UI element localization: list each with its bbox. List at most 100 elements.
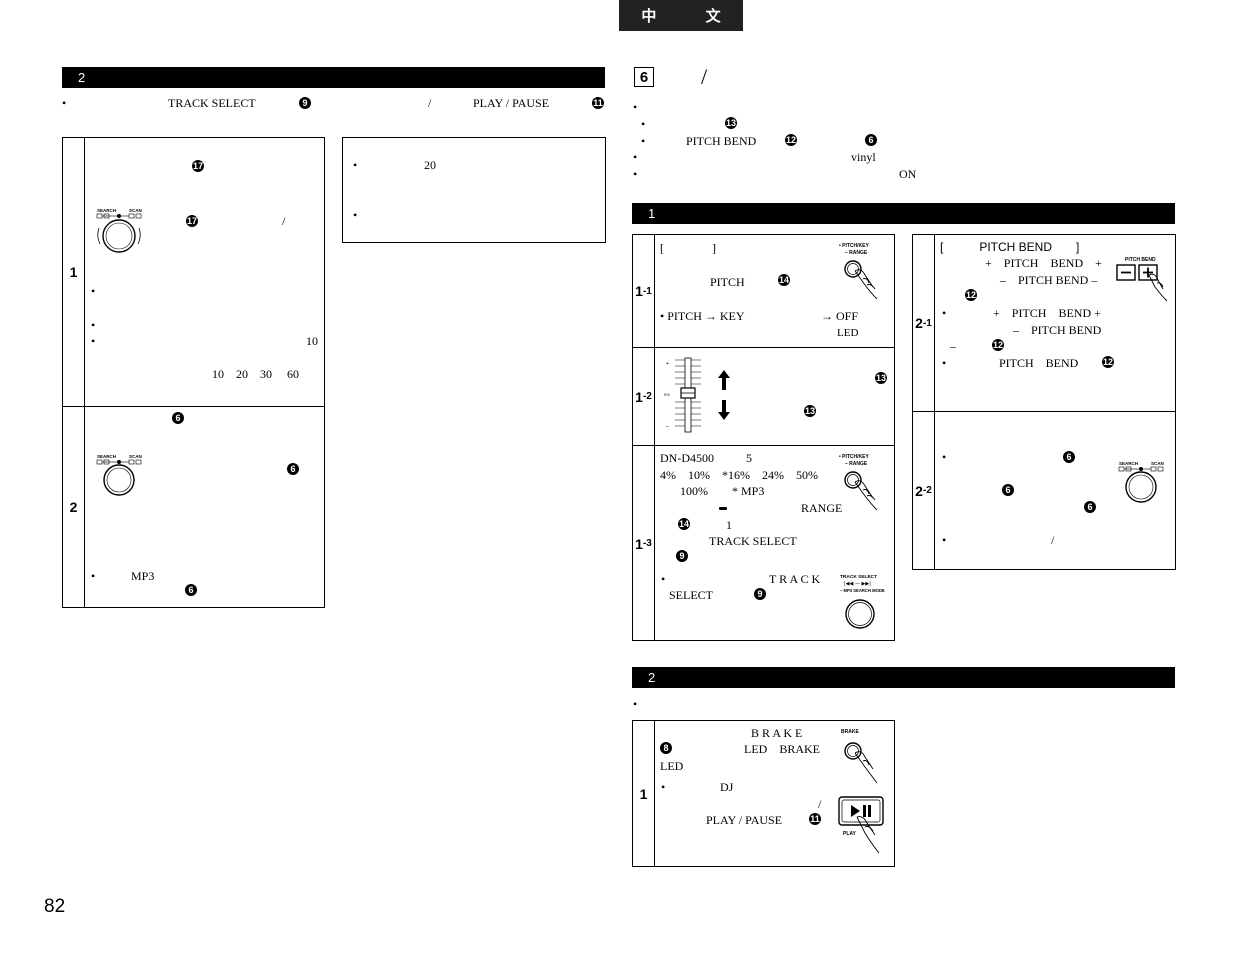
callout-13: 13: [804, 405, 816, 417]
pitch-bend-plus: + PITCH BEND +: [985, 256, 1102, 270]
pitch-key-button-icon: • PITCH/KEY – RANGE: [839, 243, 878, 300]
step-label: 1-2: [633, 348, 655, 445]
brake-text: B R A K E: [751, 726, 803, 740]
callout-14: 14: [778, 274, 790, 286]
ranges-text: 4% 10% *16% 24% 50%: [660, 468, 818, 482]
pitch-bend-text: PITCH BEND: [686, 134, 757, 148]
bullet-dot: •: [942, 450, 947, 464]
slash-text: /: [818, 797, 822, 811]
callout-12: 12: [965, 289, 977, 301]
callout-6: 6: [185, 584, 197, 596]
vinyl-text: vinyl: [851, 150, 876, 164]
section-bar-label: 2: [648, 670, 656, 685]
step-label: 1: [633, 721, 655, 866]
step-label: 1-3: [633, 446, 655, 641]
minus-text: –: [950, 339, 956, 353]
step-label: 2-2: [913, 412, 935, 569]
jog-dial-icon: SEARCH SCAN: [1118, 461, 1164, 503]
pitch-bend-heading: [ PITCH BEND ]: [940, 240, 1080, 254]
callout-9: 9: [299, 97, 311, 109]
arrow-up-icon: [718, 370, 730, 390]
on-text: ON: [899, 167, 917, 181]
section-bar-right-2: 2: [632, 667, 1175, 688]
slash-text: /: [1051, 533, 1055, 547]
scan-icon-label: SCAN: [129, 454, 142, 459]
bullet-dot: •: [641, 134, 646, 148]
step-label: 2-1: [913, 235, 935, 411]
step-row-2: 2 6 SEARCH SCAN 6 • MP3 6: [63, 407, 324, 607]
bullet-dot: •: [633, 697, 638, 711]
callout-13: 13: [875, 372, 887, 384]
pitch-bend-box: 2-1 [ PITCH BEND ] + PITCH BEND + – PITC…: [912, 234, 1176, 570]
slash-text: /: [282, 214, 286, 228]
bullet-dot: •: [641, 117, 646, 131]
bullet-dot: •: [91, 334, 96, 348]
slider-minus-label: –: [666, 424, 669, 430]
step-row-2-2: 2-2 • 6 6 6 • / SEARCH SCAN: [913, 412, 1175, 569]
step-label: 1-1: [633, 235, 655, 347]
search-icon-label: SEARCH: [97, 454, 116, 459]
five-text: 5: [746, 451, 752, 465]
step-label-sub: -2: [922, 485, 932, 496]
mp3-text: * MP3: [732, 484, 765, 498]
callout-9: 9: [754, 588, 766, 600]
section-bar-label: 2: [78, 70, 86, 85]
bullet-dot: •: [661, 780, 666, 794]
model-text: DN-D4500: [660, 451, 714, 465]
callout-11: 11: [809, 813, 821, 825]
pitch-key-text: • PITCH → KEY: [660, 309, 745, 323]
svg-text:– RANGE: – RANGE: [845, 461, 868, 467]
search-icon-label: SEARCH: [1119, 461, 1138, 466]
callout-6: 6: [1084, 501, 1096, 513]
track-select-text: TRACK SELECT: [168, 96, 256, 110]
brake-button-icon: BRAKE: [841, 729, 878, 784]
slider-zero-label: 0%: [664, 392, 670, 397]
step-row-1-2: 1-2 + 0% – 13 13: [633, 348, 894, 446]
step-label-main: 1: [635, 535, 643, 552]
led-text: LED: [837, 327, 859, 339]
bullet-dot: •: [91, 569, 96, 583]
select-text: SELECT: [669, 588, 713, 602]
track-select-knob-icon: TRACK SELECT |◀◀ — ▶▶| – MP3 SEARCH MODE: [840, 574, 885, 629]
brake-button-label: BRAKE: [841, 729, 859, 735]
step-label-main: 2: [915, 315, 923, 331]
step-label-1: 1: [63, 138, 85, 406]
bullet-dot: •: [942, 356, 947, 370]
pitch-steps-box: 1-1 [ ] PITCH 14 • PITCH → KEY → OFF LED…: [632, 234, 895, 641]
one-text: 1: [726, 518, 732, 532]
brake-box: 1 B R A K E 8 LED BRAKE LED • DJ / PLAY …: [632, 720, 895, 867]
pitch-slider-icon: + 0% –: [664, 357, 701, 433]
section-bar-left: 2: [62, 67, 605, 88]
jog-dial-icon: SEARCH SCAN: [96, 208, 142, 253]
minus-mark: [719, 507, 727, 510]
ten-text: 10: [306, 334, 318, 348]
bullet-dot: •: [353, 158, 358, 172]
callout-17: 17: [192, 160, 204, 172]
note-box: • 20 •: [342, 137, 606, 243]
callout-12: 12: [992, 339, 1004, 351]
section-bar-right-1: 1: [632, 203, 1175, 224]
step-label-main: 1: [635, 283, 643, 299]
track-select-text: TRACK SELECT: [709, 534, 797, 548]
left-steps-box: 1 17 SEARCH SCAN 17 / • • • 10 10 20 30 …: [62, 137, 325, 608]
jog-dial-icon: SEARCH SCAN: [96, 454, 142, 496]
callout-9: 9: [676, 550, 688, 562]
callout-6: 6: [287, 463, 299, 475]
step-label-2: 2: [63, 407, 85, 607]
track-select-button-label: TRACK SELECT: [840, 574, 877, 580]
svg-text:– RANGE: – RANGE: [845, 250, 868, 256]
step-label-sub: -3: [642, 538, 652, 549]
page-number: 82: [44, 896, 66, 917]
callout-17: 17: [186, 215, 198, 227]
step-row-1: 1 17 SEARCH SCAN 17 / • • • 10 10 20 30 …: [63, 138, 324, 407]
step-label-sub: -1: [642, 285, 652, 297]
pitch-bend-button-label: PITCH BEND: [1125, 257, 1156, 263]
callout-12: 12: [1102, 356, 1114, 368]
dj-text: DJ: [720, 780, 734, 794]
mp3-text: MP3: [131, 569, 155, 583]
play-button-label: PLAY: [843, 831, 857, 837]
bullet-dot: •: [91, 318, 96, 332]
bullet-dot: •: [633, 167, 638, 181]
pitch-bend-minus: – PITCH BEND –: [1000, 273, 1098, 287]
callout-14: 14: [678, 518, 690, 530]
